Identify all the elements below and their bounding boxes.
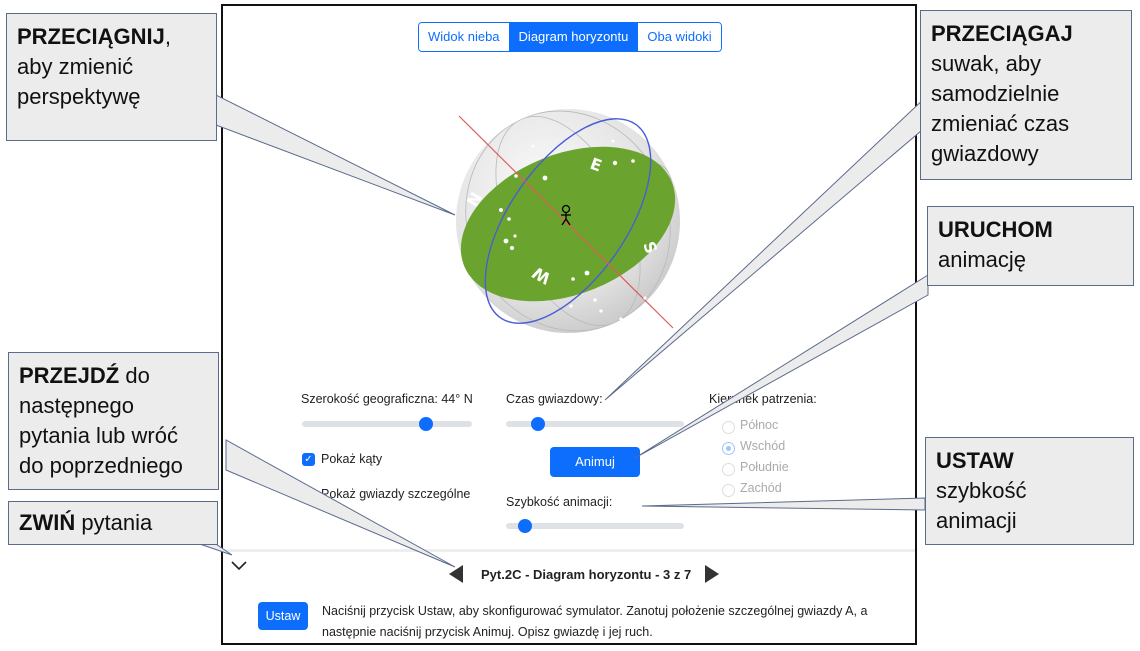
show-special-stars-checkbox[interactable]	[302, 488, 316, 502]
latitude-label: Szerokość geograficzna: 44° N	[301, 392, 473, 406]
radio-east-label: Wschód	[740, 439, 786, 453]
radio-east[interactable]	[722, 442, 735, 455]
callout-slide-line5: gwiazdowy	[931, 141, 1039, 166]
next-question-icon[interactable]	[705, 565, 719, 583]
radio-west[interactable]	[722, 484, 735, 497]
show-angles-checkbox[interactable]: ✓	[302, 453, 315, 466]
sidereal-time-slider-thumb[interactable]	[531, 417, 545, 431]
sidereal-time-label: Czas gwiazdowy:	[506, 392, 603, 406]
callout-next-question: PRZEJDŹ do następnego pytania lub wróć d…	[8, 352, 219, 490]
callout-collapse-bold: ZWIŃ	[19, 510, 76, 535]
view-tabs: Widok nieba Diagram horyzontu Oba widoki	[418, 22, 722, 52]
callout-run-animation: URUCHOM animację	[927, 206, 1134, 286]
callout-run-bold: URUCHOM	[938, 217, 1053, 242]
callout-drag-perspective: PRZECIĄGNIJ, aby zmienić perspektywę	[6, 13, 217, 141]
simulator-panel: Widok nieba Diagram horyzontu Oba widoki	[221, 4, 917, 645]
sidereal-time-slider[interactable]	[506, 417, 684, 431]
callout-drag-line2: aby zmienić	[17, 54, 134, 79]
callout-next-rest: do	[119, 363, 150, 388]
callout-set-speed: USTAW szybkość animacji	[925, 437, 1134, 545]
callout-collapse-rest: pytania	[75, 510, 153, 535]
previous-question-icon[interactable]	[449, 565, 463, 583]
callout-slide-line3: samodzielnie	[931, 81, 1060, 106]
set-button[interactable]: Ustaw	[258, 602, 308, 630]
question-text-line2: następnie naciśnij przycisk Animuj. Opis…	[322, 625, 653, 639]
question-title: Pyt.2C - Diagram horyzontu - 3 z 7	[481, 567, 692, 582]
show-angles-label: Pokaż kąty	[321, 452, 383, 466]
callout-next-bold: PRZEJDŹ	[19, 363, 120, 388]
callout-drag-bold: PRZECIĄGNIJ	[17, 24, 165, 49]
callout-set-line2: szybkość	[936, 478, 1027, 503]
callout-drag-comma: ,	[164, 24, 172, 49]
callout-sidereal-slider: PRZECIĄGAJ suwak, aby samodzielnie zmien…	[920, 10, 1132, 180]
animation-speed-slider-thumb[interactable]	[518, 519, 532, 533]
radio-west-label: Zachód	[740, 481, 782, 495]
tab-horizon-diagram[interactable]: Diagram horyzontu	[509, 23, 639, 51]
animation-speed-label: Szybkość animacji:	[506, 495, 613, 509]
animate-button[interactable]: Animuj	[550, 447, 640, 477]
callout-slide-line2: suwak, aby	[931, 51, 1042, 76]
collapse-chevron-icon[interactable]	[231, 560, 247, 572]
show-special-stars-label: Pokaż gwiazdy szczególne	[321, 487, 471, 501]
question-divider	[223, 549, 915, 552]
radio-north[interactable]	[722, 421, 735, 434]
observer-icon	[561, 204, 571, 226]
callout-collapse: ZWIŃ pytania	[8, 501, 218, 545]
radio-north-label: Północ	[740, 418, 779, 432]
callout-slide-line4: zmieniać czas	[931, 111, 1070, 136]
question-text-line1: Naciśnij przycisk Ustaw, aby skonfigurow…	[322, 604, 868, 618]
latitude-slider-thumb[interactable]	[419, 417, 433, 431]
callout-set-bold: USTAW	[936, 448, 1014, 473]
tab-sky-view[interactable]: Widok nieba	[419, 23, 510, 51]
celestial-sphere[interactable]: N E S W	[453, 106, 683, 336]
callout-drag-line3: perspektywę	[17, 84, 141, 109]
radio-south[interactable]	[722, 463, 735, 476]
callout-set-line3: animacji	[936, 508, 1017, 533]
animation-speed-slider[interactable]	[506, 519, 684, 533]
callout-next-line3: pytania lub wróć	[19, 423, 178, 448]
callout-slide-bold: PRZECIĄGAJ	[931, 21, 1073, 46]
view-direction-label: Kierunek patrzenia:	[709, 392, 817, 406]
callout-next-line4: do poprzedniego	[19, 453, 183, 478]
callout-next-line2: następnego	[19, 393, 134, 418]
sphere-graphic[interactable]: N E S W	[453, 106, 683, 336]
tab-both-views[interactable]: Oba widoki	[638, 23, 721, 51]
callout-run-line2: animację	[938, 247, 1027, 272]
radio-south-label: Południe	[740, 460, 789, 474]
latitude-slider[interactable]	[302, 417, 472, 431]
